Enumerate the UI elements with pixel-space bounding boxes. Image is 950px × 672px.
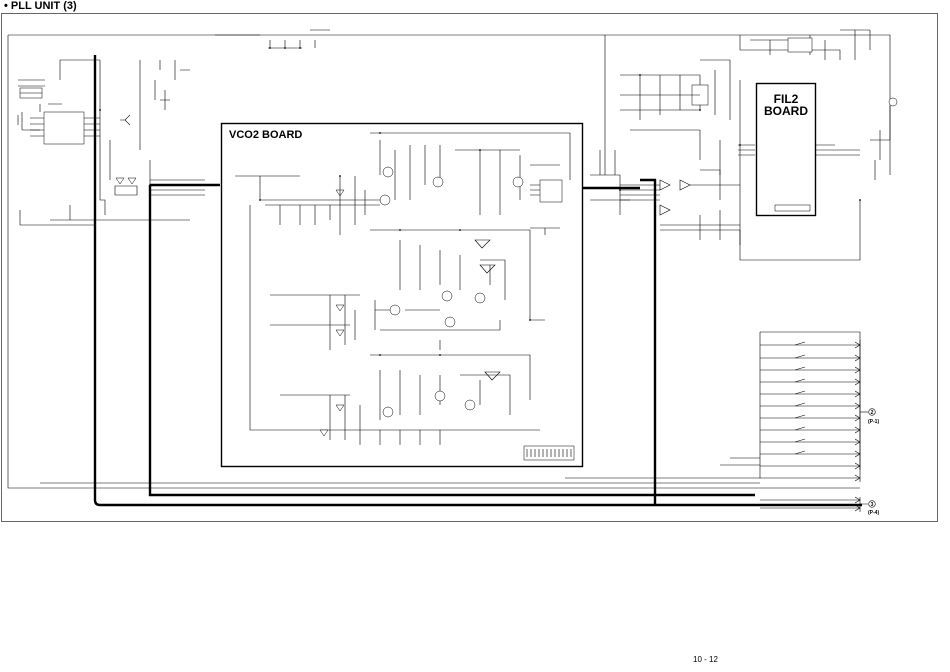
outer-frame [1,13,938,522]
junction-dots [99,47,861,489]
bus-left [93,55,862,507]
fil2-board [755,82,817,217]
right-circuit [590,29,898,261]
vco2-board-label: VCO2 BOARD [229,129,302,141]
top-left-circuit [8,29,606,226]
connector-p1-ref: (P-1) [868,419,879,425]
connector-p4-num: 3 [871,502,874,508]
fil2-board-label-line2: BOARD [764,104,808,118]
vco2-board [220,122,584,468]
right-connector-block [720,331,868,512]
connector-p1-badge [868,408,876,416]
page-number: 10 - 12 [693,655,718,664]
vco2-internal [235,132,575,461]
bus-right-top [640,178,657,240]
connector-p4-badge [868,500,876,508]
bus-left-2 [148,185,755,497]
fil2-board-label-line1: FIL2 [774,92,799,106]
connector-p4-ref: (P-4) [868,510,879,516]
page-title: • PLL UNIT (3) [4,0,77,12]
connector-p1-num: 2 [871,410,874,416]
